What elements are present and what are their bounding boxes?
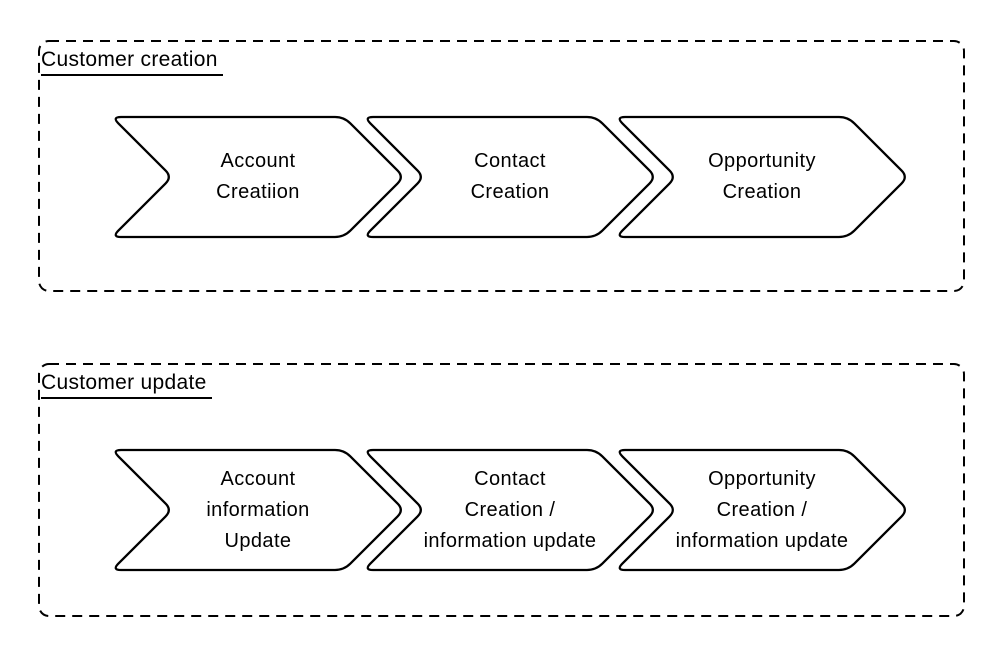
chevron-shape [114, 115, 402, 239]
chevron-shape [618, 115, 906, 239]
group-border [38, 363, 965, 617]
chevron-shape [366, 115, 654, 239]
chevron-shape [618, 448, 906, 572]
group-title-customer-creation: Customer creation [41, 47, 223, 76]
chevron-shape [114, 448, 402, 572]
group-title-customer-update: Customer update [41, 370, 212, 399]
chevron-shape [366, 448, 654, 572]
group-border [38, 40, 965, 292]
